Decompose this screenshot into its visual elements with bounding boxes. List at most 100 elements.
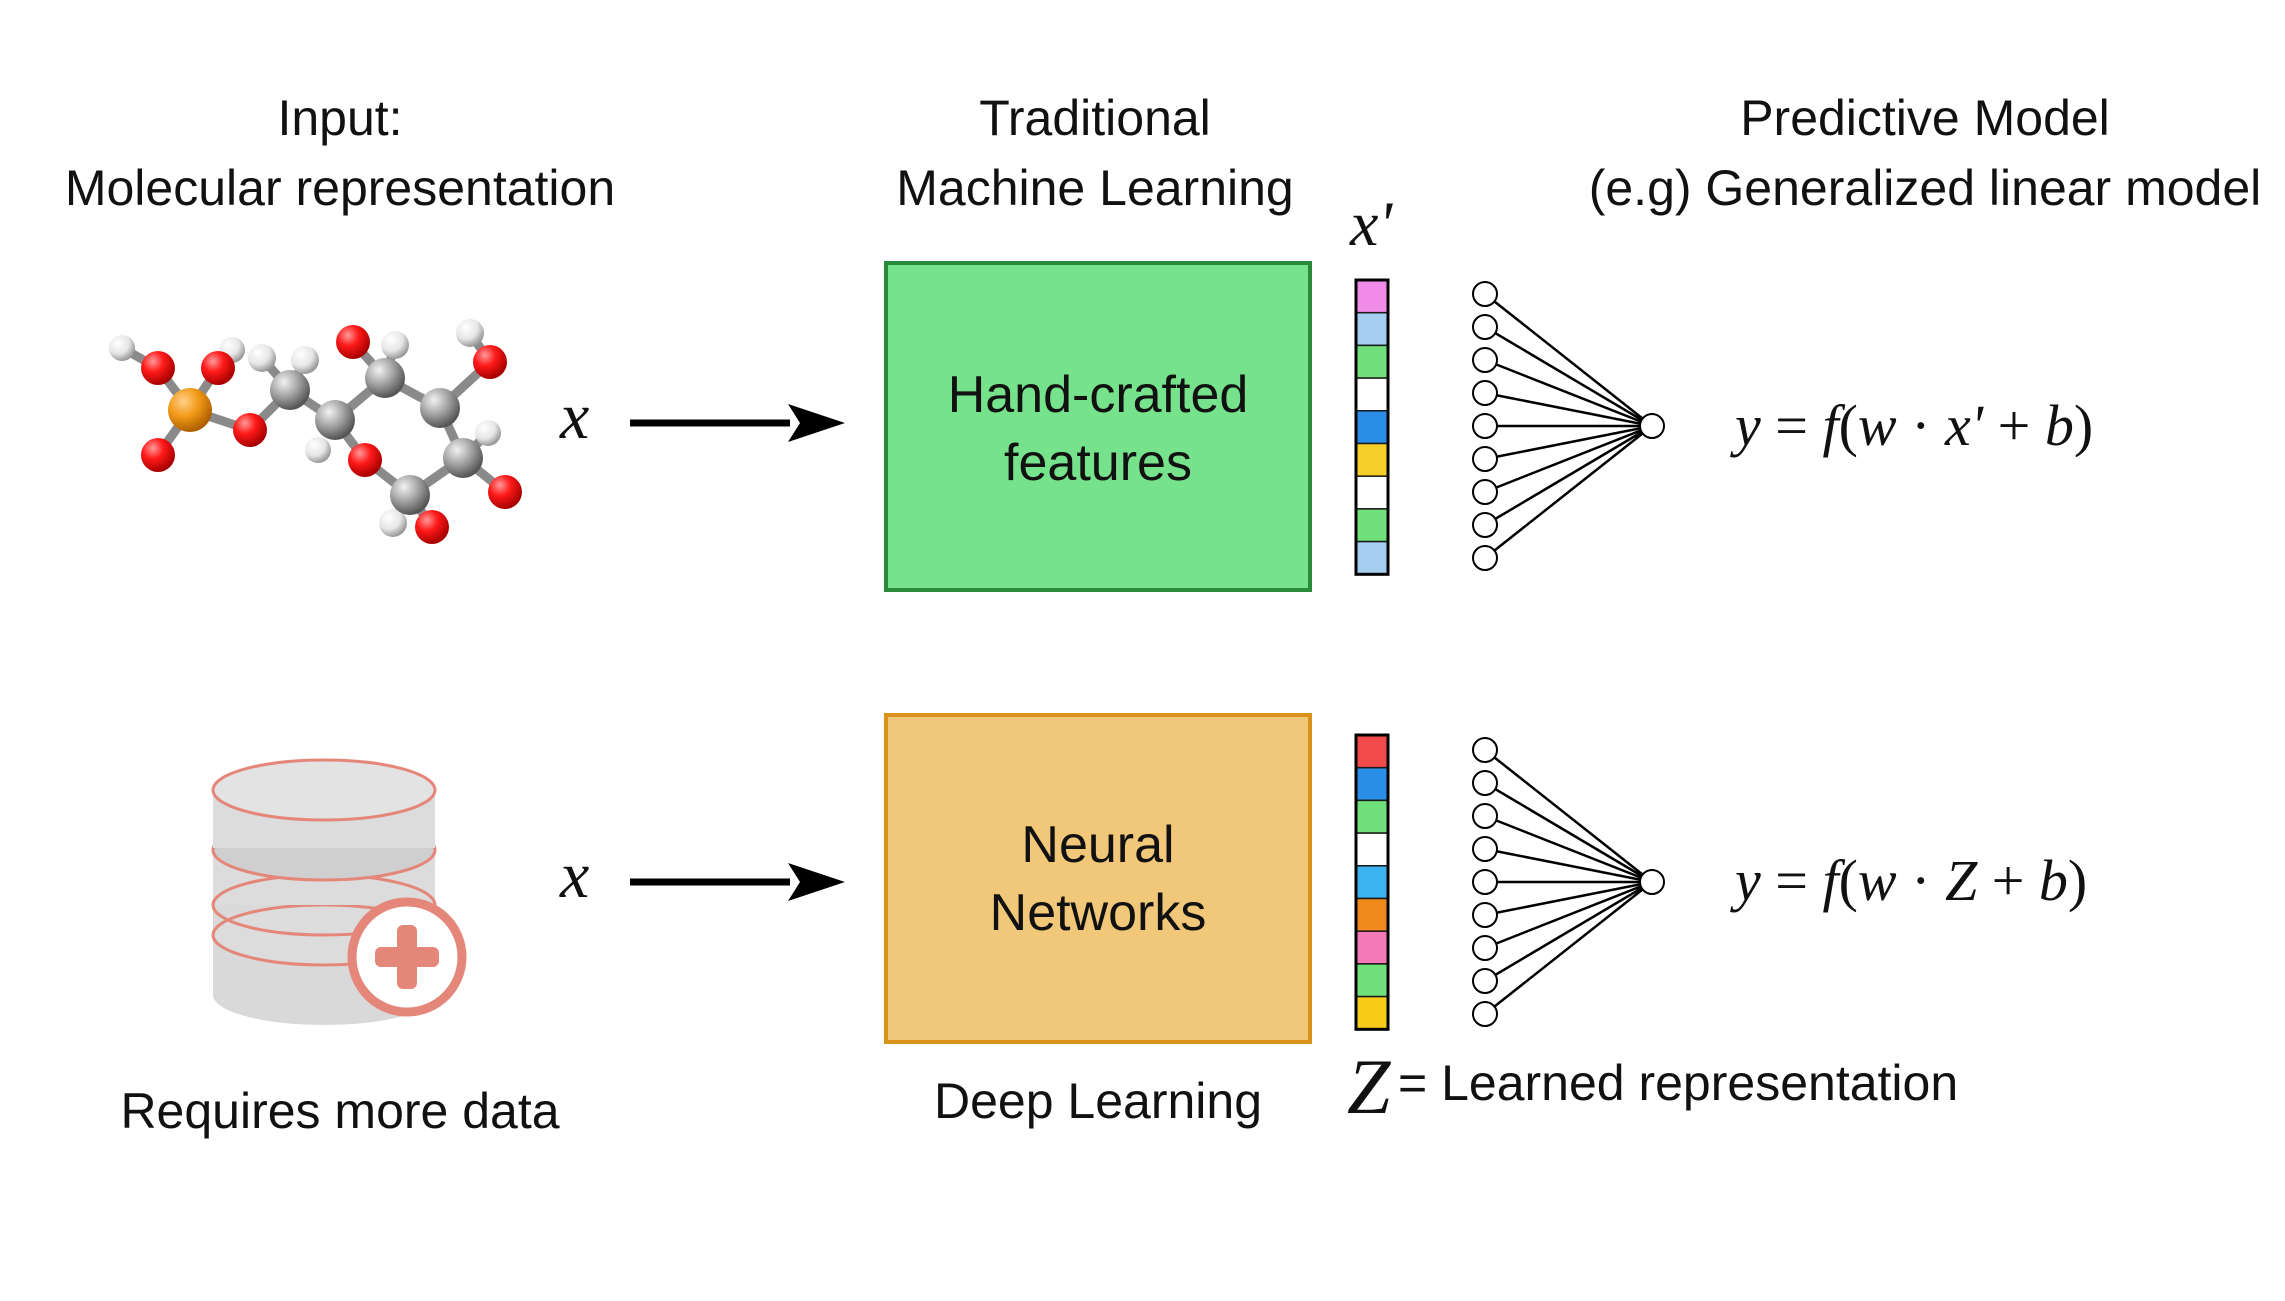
eq-var: Z — [1945, 848, 1978, 913]
neural-networks-label-line2: Networks — [990, 884, 1207, 942]
eq-b: b — [2045, 393, 2074, 458]
input-node — [1472, 1001, 1498, 1027]
hand-crafted-label-line1: Hand-crafted — [948, 366, 1249, 424]
input-node — [1472, 314, 1498, 340]
right-arrow-icon — [630, 404, 845, 442]
predictive-heading-line1: Predictive Model — [1740, 90, 2110, 146]
eq-var: x' — [1944, 393, 1985, 458]
network-edge — [1484, 881, 1653, 1015]
network-edge — [1484, 293, 1653, 427]
input-node — [1472, 968, 1498, 994]
vector-cell — [1355, 279, 1389, 314]
eq-b: b — [2039, 848, 2068, 913]
vector-cell — [1355, 475, 1389, 510]
network-edge — [1484, 749, 1653, 883]
network-edge — [1484, 781, 1653, 884]
vector-cell — [1355, 963, 1389, 998]
neural-network-icon — [1472, 281, 1665, 571]
neural-networks-label-line1: Neural — [1021, 816, 1174, 874]
input-node — [1472, 446, 1498, 472]
vector-outline — [1354, 733, 1390, 1031]
vector-cell — [1355, 410, 1389, 445]
input-node — [1472, 770, 1498, 796]
hand-crafted-features-box — [884, 261, 1312, 592]
input-node — [1472, 836, 1498, 862]
eq-w: w — [1858, 393, 1897, 458]
input-node — [1472, 479, 1498, 505]
eq-open: ( — [1839, 848, 1858, 913]
vector-cell — [1355, 377, 1389, 412]
input-node — [1472, 935, 1498, 961]
input-node — [1472, 413, 1498, 439]
top-vector-label: x' — [1349, 188, 1393, 259]
network-edge — [1484, 424, 1653, 527]
eq-close: ) — [2074, 393, 2093, 458]
network-edge — [1484, 880, 1653, 950]
network-edge — [1484, 814, 1653, 884]
eq-plus: + — [1983, 393, 2045, 458]
vector-cell — [1355, 799, 1389, 834]
vector-cell — [1355, 311, 1389, 347]
predictive-heading-line2: (e.g) Generalized linear model — [1589, 160, 2262, 216]
hand-crafted-label-line2: features — [1004, 434, 1192, 492]
molecule-icon — [109, 319, 522, 544]
vector-cell — [1355, 865, 1389, 900]
database-add-icon — [211, 758, 467, 1025]
eq-close: ) — [2068, 848, 2087, 913]
eq-plus: + — [1977, 848, 2039, 913]
input-node — [1472, 737, 1498, 763]
input-node — [1472, 281, 1498, 307]
input-node — [1472, 902, 1498, 928]
network-edge — [1484, 847, 1653, 884]
network-edge — [1484, 424, 1653, 461]
vector-cell — [1355, 897, 1389, 932]
bottom-equation: y = f(w · Z + b) — [1730, 848, 2087, 913]
input-node — [1472, 869, 1498, 895]
network-edge — [1484, 880, 1653, 983]
neural-networks-box — [884, 713, 1312, 1044]
vector-cell — [1355, 508, 1389, 543]
network-edge — [1484, 425, 1653, 559]
input-node — [1472, 803, 1498, 829]
network-edge — [1484, 325, 1653, 428]
network-edge — [1484, 391, 1653, 428]
top-input-symbol: x — [559, 380, 589, 453]
vector-cell — [1355, 832, 1389, 867]
eq-dot: · — [1897, 848, 1945, 913]
database-caption: Requires more data — [120, 1083, 559, 1139]
learned-vector-symbol: Z — [1347, 1043, 1392, 1130]
eq-open: ( — [1839, 393, 1858, 458]
vector-cell — [1355, 442, 1389, 477]
right-arrow-icon — [630, 863, 845, 901]
eq-lhs: y — [1730, 848, 1761, 913]
vector-cell — [1355, 734, 1389, 769]
learned-representation-vector — [1354, 733, 1390, 1031]
network-edge — [1484, 424, 1653, 494]
input-node — [1472, 380, 1498, 406]
bottom-input-symbol: x — [559, 839, 589, 912]
input-node — [1472, 347, 1498, 373]
vector-cell — [1355, 540, 1389, 576]
learned-representation-caption: = Learned representation — [1398, 1055, 1958, 1111]
deep-learning-caption: Deep Learning — [934, 1073, 1262, 1129]
vector-cell — [1355, 930, 1389, 965]
network-edge — [1484, 358, 1653, 428]
output-node — [1639, 413, 1665, 439]
vector-cell — [1355, 995, 1389, 1031]
eq-equals: = — [1761, 393, 1823, 458]
feature-vector — [1354, 278, 1390, 576]
eq-equals: = — [1761, 848, 1823, 913]
eq-dot: · — [1897, 393, 1945, 458]
input-node — [1472, 545, 1498, 571]
input-heading-line2: Molecular representation — [65, 160, 615, 216]
input-node — [1472, 512, 1498, 538]
output-node — [1639, 869, 1665, 895]
vector-cell — [1355, 344, 1389, 379]
top-equation: y = f(w · x' + b) — [1730, 393, 2093, 458]
network-edge — [1484, 880, 1653, 917]
eq-w: w — [1858, 848, 1897, 913]
traditional-heading-line2: Machine Learning — [896, 160, 1294, 216]
vector-cell — [1355, 766, 1389, 802]
input-heading-line1: Input: — [277, 90, 402, 146]
